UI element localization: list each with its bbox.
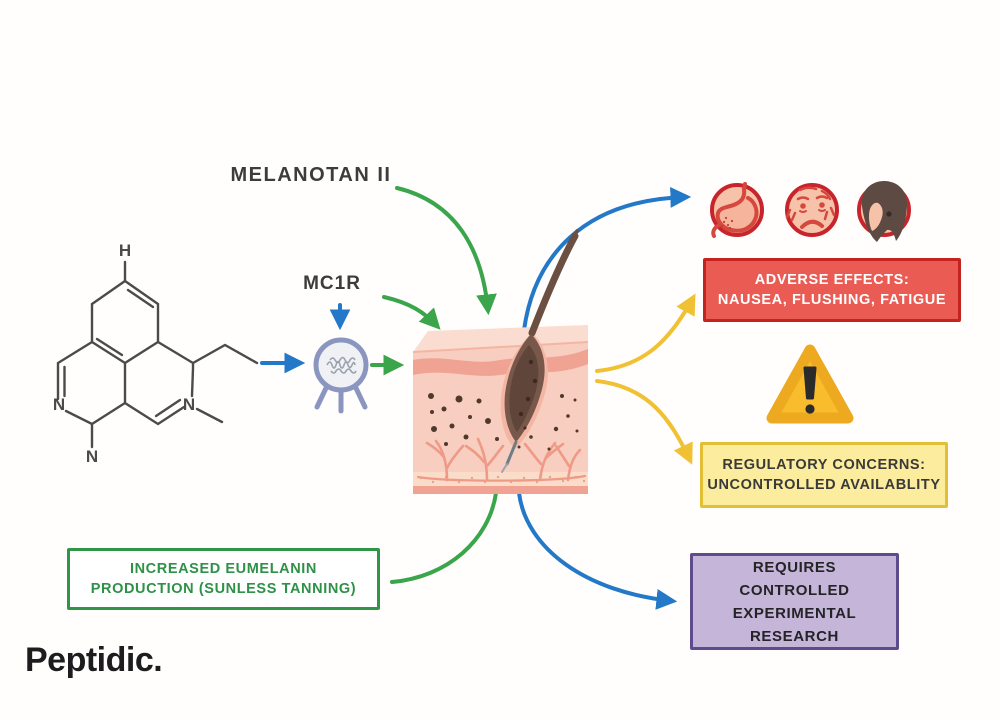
adverse-effects-line1: ADVERSE EFFECTS: bbox=[754, 272, 910, 288]
atom-label-h: H bbox=[119, 241, 131, 260]
adverse-effects-box: ADVERSE EFFECTS: NAUSEA, FLUSHING, FATIG… bbox=[703, 258, 961, 322]
eumelanin-line2: PRODUCTION (SUNLESS TANNING) bbox=[90, 581, 357, 597]
arrow-skin-to-adverse-icons bbox=[522, 187, 692, 332]
melanotan-label: MELANOTAN II bbox=[230, 164, 392, 186]
regulatory-concerns-box: REGULATORY CONCERNS: UNCONTROLLED AVAILA… bbox=[700, 442, 948, 508]
research-box: REQUIRES CONTROLLED EXPERIMENTAL RESEARC… bbox=[690, 553, 899, 650]
eumelanin-line1: INCREASED EUMELANIN bbox=[129, 561, 318, 577]
arrow-melanotan-to-skin bbox=[395, 186, 497, 316]
flushed-face-icon bbox=[785, 183, 839, 237]
regulatory-line2: UNCONTROLLED AVAILABLITY bbox=[707, 477, 941, 493]
hair-follicle bbox=[500, 229, 579, 473]
blood-vessels bbox=[416, 437, 587, 482]
atom-label-n: N bbox=[53, 395, 65, 414]
regulatory-line1: REGULATORY CONCERNS: bbox=[722, 457, 926, 473]
arrow-mc1r-to-skin bbox=[382, 295, 441, 330]
arrow-skin-to-regulatory-box bbox=[595, 379, 693, 465]
flow-arrows bbox=[260, 186, 696, 610]
arrow-skin-to-research-box bbox=[517, 491, 678, 610]
melanotan-chemical-structure: H N N N bbox=[53, 241, 259, 466]
atom-label-n: N bbox=[183, 395, 195, 414]
stomach-nausea-icon bbox=[710, 182, 764, 238]
warning-triangle-icon bbox=[766, 344, 854, 424]
arrow-skin-to-eumelanin-box bbox=[390, 491, 498, 584]
adverse-effects-line2: NAUSEA, FLUSHING, FATIGUE bbox=[717, 292, 947, 308]
arrow-skin-to-adverse-box bbox=[595, 293, 696, 373]
research-line4: RESEARCH bbox=[750, 627, 839, 645]
mc1r-receptor-icon bbox=[313, 337, 369, 414]
fatigue-head-icon bbox=[857, 181, 911, 242]
eumelanin-box: INCREASED EUMELANIN PRODUCTION (SUNLESS … bbox=[67, 548, 380, 610]
skin-cross-section-illustration bbox=[412, 229, 589, 494]
research-line2: CONTROLLED bbox=[739, 581, 850, 599]
research-line3: EXPERIMENTAL bbox=[732, 604, 857, 622]
peptidic-logo: Peptidic. bbox=[25, 641, 163, 679]
mc1r-label: MC1R bbox=[303, 273, 361, 294]
atom-label-n: N bbox=[86, 447, 98, 466]
research-line1: REQUIRES bbox=[752, 558, 837, 576]
